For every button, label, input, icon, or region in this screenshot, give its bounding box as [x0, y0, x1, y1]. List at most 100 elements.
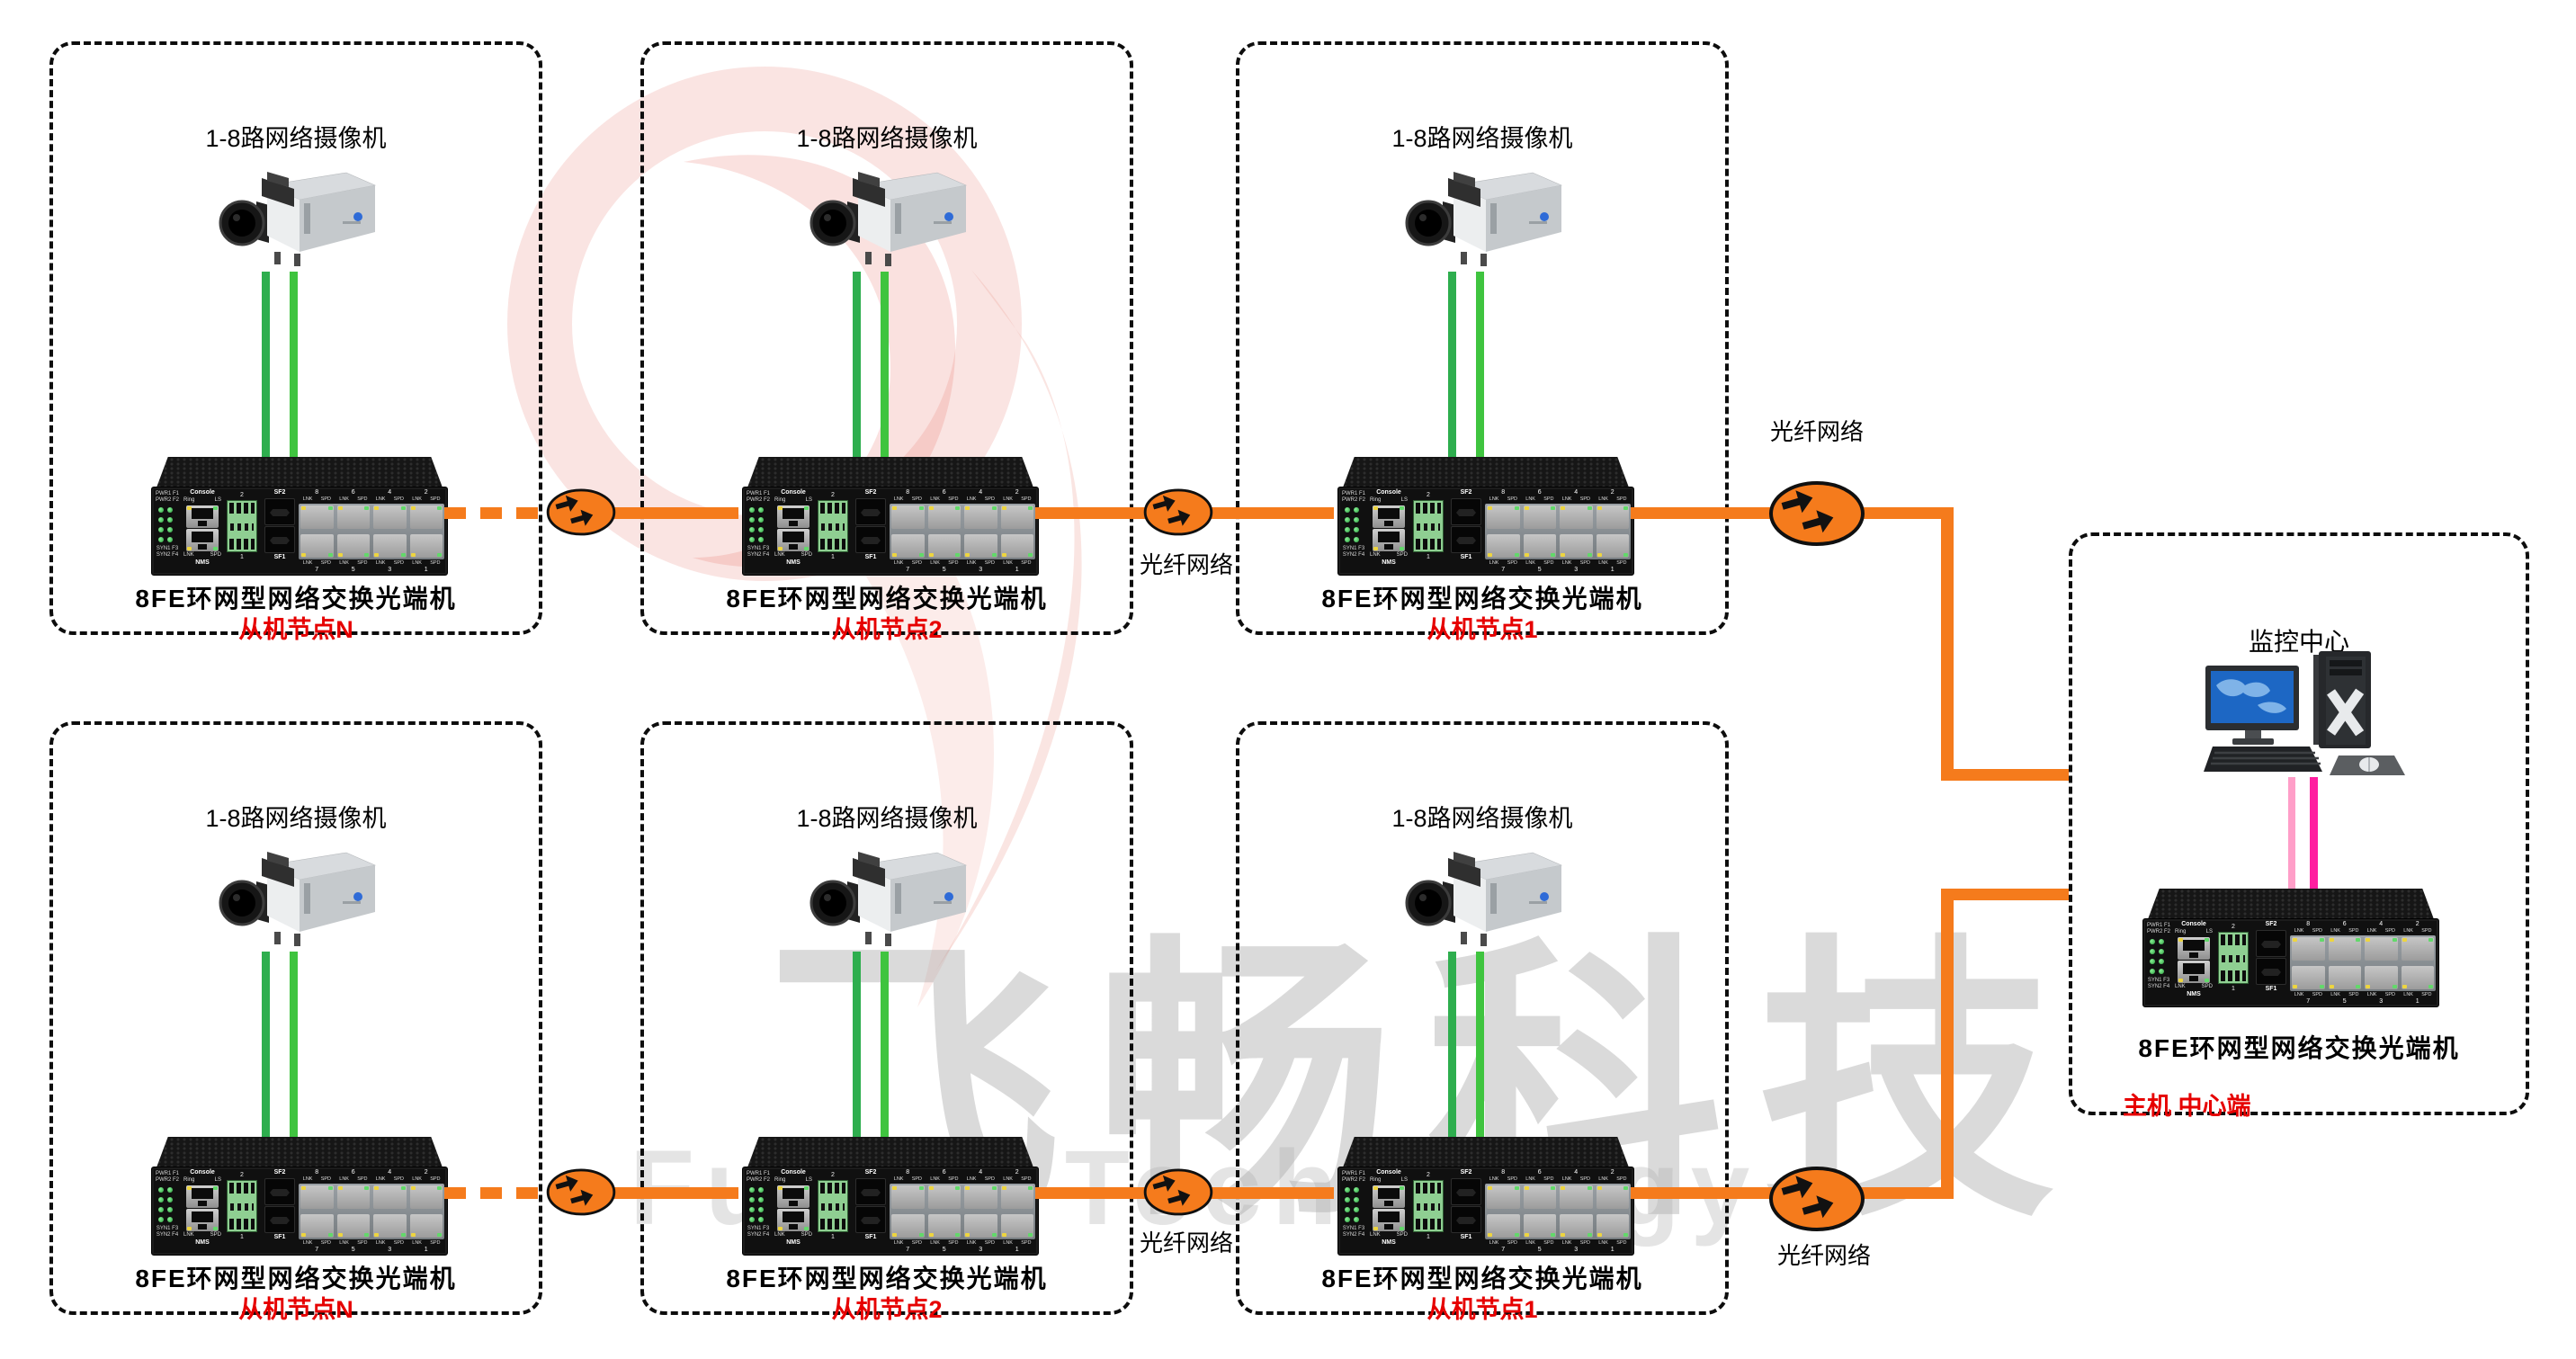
- sf2-label: SF2: [1460, 1169, 1472, 1176]
- camera-slot: [211, 847, 382, 951]
- rj45-port: [373, 505, 407, 529]
- fiber-link-dashed: [444, 507, 550, 519]
- rj45-port: [927, 1214, 961, 1238]
- lnk-label: LNK: [183, 552, 194, 558]
- console-section: Console Ring LS LNK SPD NMS: [773, 1169, 814, 1247]
- ip-camera-icon: [809, 852, 968, 946]
- rj45-port: [1560, 505, 1593, 529]
- sfp-section: SF2 SF1: [854, 1169, 888, 1242]
- spd-label: SPD: [801, 552, 812, 558]
- node-label: 从机节点2: [831, 616, 943, 643]
- node-label: 从机节点1: [1427, 1296, 1538, 1323]
- camera-cable: [290, 272, 298, 457]
- fiber-node-slot: [1143, 1167, 1213, 1218]
- console-label: Console: [1376, 489, 1401, 496]
- camera-slot: [802, 167, 973, 271]
- spd-label: SPD: [210, 552, 221, 558]
- switch-lid: [1343, 457, 1629, 487]
- switch-lid: [2148, 889, 2434, 919]
- monitor-center-title: 监控中心: [2248, 628, 2349, 656]
- console-rj45-port: [1373, 1185, 1405, 1208]
- rj45-port: [1000, 534, 1033, 558]
- terminal-block: [227, 500, 257, 552]
- power-terminal-section: 2 1: [1411, 491, 1445, 561]
- rj45-port: [300, 534, 334, 558]
- switch-status-led-column: PWR1 F1 PWR2 F2 SYN1 F3 SYN2 F4: [745, 1171, 772, 1238]
- nms-rj45-port: [1373, 1209, 1405, 1231]
- fiber-switch: PWR1 F1 PWR2 F2 SYN1 F3 SYN2 F4 Console …: [151, 457, 448, 576]
- terminal-2-label: 2: [1427, 492, 1430, 498]
- syn2-label: SYN2 F4: [1342, 552, 1365, 558]
- nms-label: NMS: [1382, 559, 1396, 566]
- fiber-switch: PWR1 F1 PWR2 F2 SYN1 F3 SYN2 F4 Console …: [151, 1137, 448, 1256]
- pwr2-label: PWR2 F2: [2146, 929, 2170, 934]
- console-section: Console Ring LS LNK SPD NMS: [1368, 1169, 1409, 1247]
- syn1-label: SYN1 F3: [156, 1226, 179, 1231]
- sfp-section: SF2 SF1: [854, 489, 888, 562]
- terminal-block: [2218, 932, 2249, 984]
- status-leds: [749, 507, 767, 542]
- device-label: 8FE环网型网络交换光端机: [1321, 585, 1643, 612]
- console-rj45-port: [2178, 937, 2210, 960]
- switch-lid: [747, 1137, 1033, 1167]
- ls-label: LS: [805, 1177, 812, 1183]
- camera-group-title: 1-8路网络摄像机: [1391, 805, 1573, 832]
- terminal-block: [818, 500, 848, 552]
- rj45-port: [891, 534, 925, 558]
- fiber-network-label: 光纤网络: [1139, 551, 1233, 578]
- rj45-port: [1000, 1185, 1033, 1209]
- console-rj45-port: [1373, 505, 1405, 528]
- rj45-port: [373, 1214, 407, 1238]
- camera-group-title: 1-8路网络摄像机: [796, 125, 978, 152]
- fiber-node-slot: [546, 487, 616, 538]
- nms-label: NMS: [786, 1239, 801, 1246]
- device-label: 8FE环网型网络交换光端机: [726, 1265, 1048, 1292]
- switch-slot: PWR1 F1 PWR2 F2 SYN1 F3 SYN2 F4 Console …: [1337, 457, 1634, 576]
- rj45-port: [1596, 1214, 1629, 1238]
- pwr2-label: PWR2 F2: [1341, 1177, 1365, 1183]
- sfp-section: SF2 SF1: [263, 489, 297, 562]
- console-section: Console Ring LS LNK SPD NMS: [773, 489, 814, 568]
- syn1-label: SYN1 F3: [1342, 1226, 1365, 1231]
- sf2-label: SF2: [273, 489, 286, 496]
- camera-group-title: 1-8路网络摄像机: [205, 125, 387, 152]
- fiber-network-label: 光纤网络: [1776, 1242, 1871, 1269]
- rj45-port: [1487, 534, 1520, 558]
- console-label: Console: [190, 489, 215, 496]
- fiber-node-slot: [546, 1167, 616, 1218]
- pc-cable-light: [2288, 777, 2295, 889]
- camera-group-title: 1-8路网络摄像机: [796, 805, 978, 832]
- camera-slot: [1398, 847, 1569, 951]
- fiber-switch: PWR1 F1 PWR2 F2 SYN1 F3 SYN2 F4 Console …: [2142, 889, 2439, 1007]
- camera-cable: [1448, 272, 1456, 457]
- rj45-port-block: [890, 504, 1035, 559]
- ip-camera-icon: [1405, 172, 1563, 266]
- console-label: Console: [781, 489, 806, 496]
- sfp-cage-sf2: [1451, 1178, 1481, 1205]
- rj45-port: [1560, 1214, 1593, 1238]
- sfp-section: SF2 SF1: [1449, 489, 1483, 562]
- power-terminal-section: 2 1: [2216, 923, 2250, 993]
- pwr2-label: PWR2 F2: [155, 1177, 179, 1183]
- terminal-block: [1413, 500, 1444, 552]
- device-label: 8FE环网型网络交换光端机: [1321, 1265, 1643, 1292]
- node-box-top-n: 1-8路网络摄像机 PWR1 F1 PWR2 F2 S: [49, 41, 542, 643]
- nms-label: NMS: [195, 559, 210, 566]
- camera-slot: [211, 167, 382, 271]
- rj45-port: [1523, 1214, 1556, 1238]
- fiber-link: [1941, 889, 2069, 900]
- fiber-network-node-icon: [1769, 1167, 1865, 1231]
- node-label: 从机节点N: [238, 1296, 353, 1323]
- ring-label: Ring: [183, 1177, 195, 1183]
- nms-rj45-port: [777, 529, 809, 551]
